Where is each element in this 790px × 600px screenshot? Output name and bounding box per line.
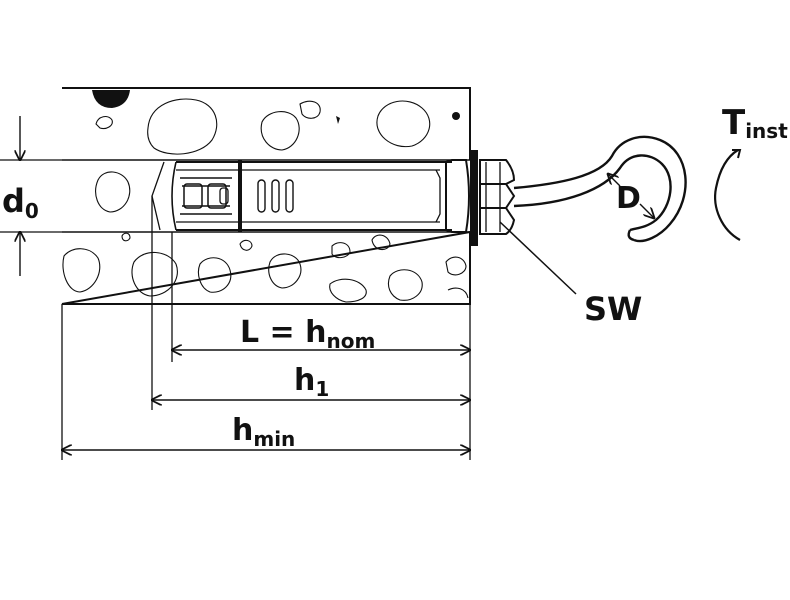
sw-leader-line: [499, 221, 577, 295]
extension-lines: [61, 196, 471, 460]
hmin-label: hmin: [232, 413, 295, 451]
concrete-block: [61, 87, 471, 305]
anchor-sleeve: [151, 159, 470, 233]
concrete-aggregate: [62, 98, 469, 303]
tinst-label: Tinst: [722, 103, 788, 143]
d-dimension-arrows: [608, 174, 654, 218]
d0-label: d0: [2, 182, 39, 223]
length-dimensions: [62, 350, 470, 450]
l-hnom-label: L = hnom: [240, 315, 375, 353]
d0-dimension: [0, 116, 62, 276]
d-label: D: [616, 181, 641, 216]
h1-label: h1: [294, 363, 329, 401]
torque-arrow: [714, 149, 742, 241]
hook-bolt-assembly: [470, 135, 687, 246]
sw-label: SW: [584, 290, 642, 328]
